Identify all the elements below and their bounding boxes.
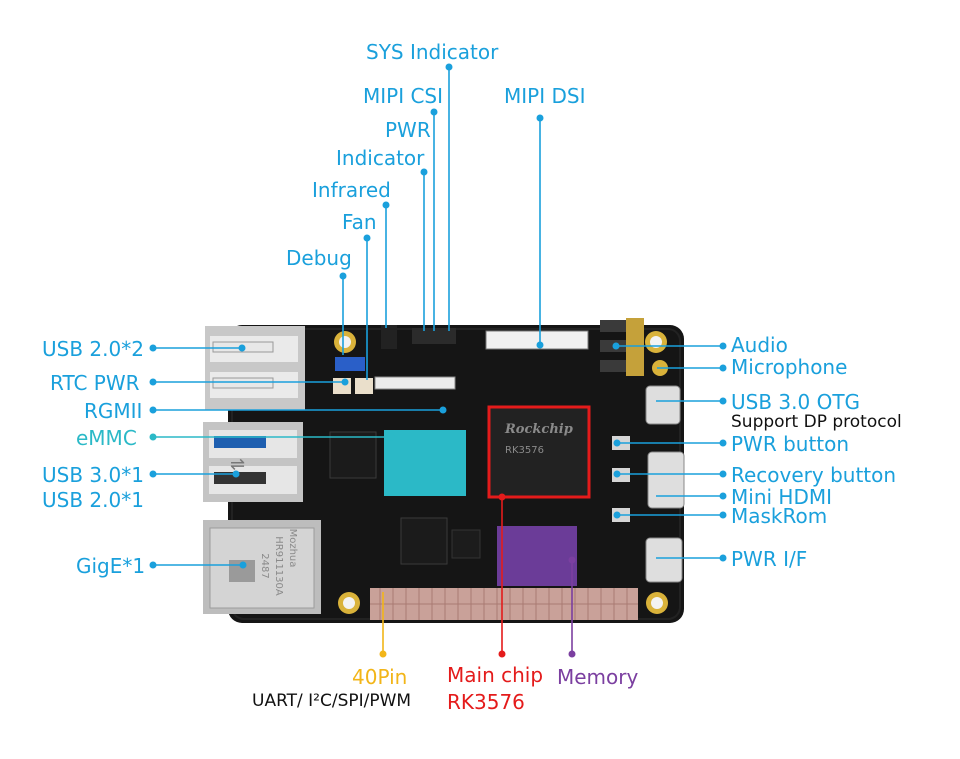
label-40pin-desc: UART/ I²C/SPI/PWM [252, 691, 412, 711]
label-mini-hdmi: Mini HDMI [731, 485, 832, 509]
label-40pin: 40Pin [352, 665, 408, 689]
label-audio: Audio [731, 333, 788, 357]
label-debug: Debug [286, 246, 352, 270]
rj45-brand: Mozhua [287, 529, 298, 568]
label-usb20x1: USB 2.0*1 [42, 488, 144, 512]
callout-lines [153, 67, 723, 566]
mipi-dsi-connector [485, 330, 589, 350]
emmc-chip [384, 430, 466, 496]
memory-chip [497, 526, 577, 586]
mounting-holes [334, 331, 668, 614]
label-usb20x2: USB 2.0*2 [42, 337, 144, 361]
soc-chip [487, 405, 591, 499]
usb2-stack [205, 326, 305, 410]
label-rtc-pwr: RTC PWR [50, 371, 140, 395]
rj45-code: 2487 [259, 553, 270, 578]
gpio-header [370, 588, 638, 620]
label-recovery-button: Recovery button [731, 463, 897, 487]
label-memory: Memory [557, 665, 639, 689]
label-maskrom: MaskRom [731, 504, 828, 528]
audio-jacks [600, 318, 644, 376]
label-pwr-button: PWR button [731, 432, 850, 456]
soc-brand: Rockchip [504, 422, 573, 437]
label-sys-indicator: SYS Indicator [366, 40, 499, 64]
label-fan: Fan [342, 210, 377, 234]
svg-text:⇌: ⇌ [230, 454, 245, 475]
mini-hdmi-port [647, 451, 685, 509]
label-microphone: Microphone [731, 355, 848, 379]
label-mipi-dsi: MIPI DSI [504, 84, 586, 108]
label-dp-protocol: Support DP protocol [731, 412, 902, 432]
label-mipi-csi: MIPI CSI [363, 84, 444, 108]
rj45-jack: Mozhua HR911130A 2487 [203, 520, 321, 614]
label-gige: GigE*1 [76, 554, 146, 578]
usb-c-otg-port [645, 385, 681, 425]
label-pwr: PWR [385, 118, 431, 142]
label-main-chip: Main chip [447, 663, 544, 687]
usb-c-power-port [645, 537, 683, 583]
soc-model: RK3576 [505, 445, 544, 456]
label-indicator: Indicator [336, 146, 425, 170]
label-emmc: eMMC [76, 426, 137, 450]
label-main-chip-model: RK3576 [447, 690, 525, 714]
usb3-stack: ⇌ [203, 422, 303, 502]
rj45-model: HR911130A [273, 536, 284, 596]
label-infrared: Infrared [312, 178, 391, 202]
rgmii-connector [374, 376, 456, 390]
label-usb30-otg: USB 3.0 OTG [731, 390, 861, 414]
label-usb30x1: USB 3.0*1 [42, 463, 144, 487]
label-pwr-if: PWR I/F [731, 547, 808, 571]
label-rgmii: RGMII [84, 399, 143, 423]
